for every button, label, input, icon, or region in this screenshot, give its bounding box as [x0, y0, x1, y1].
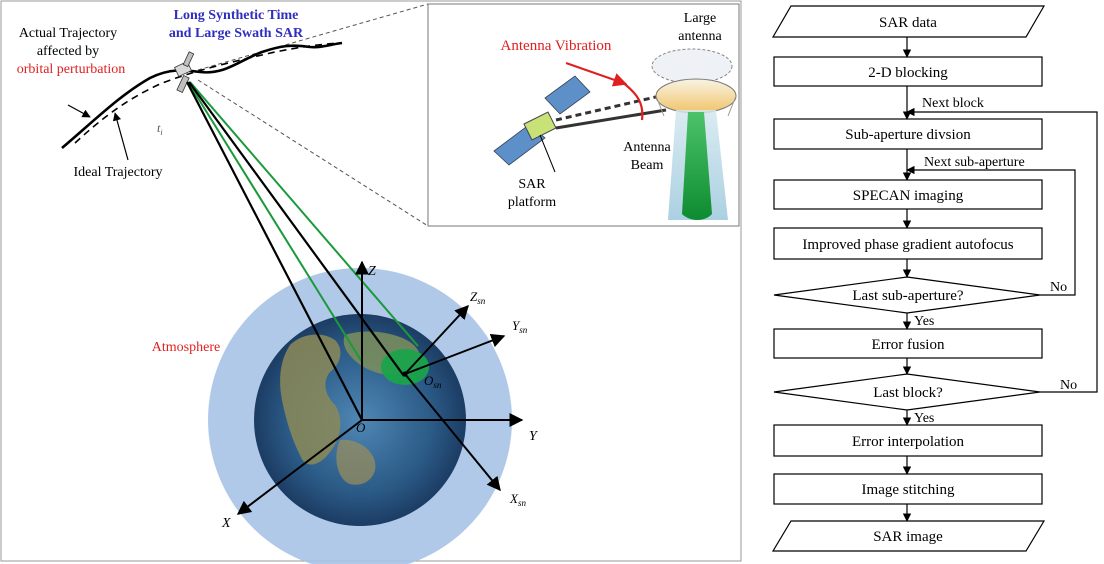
specan-label: SPECAN imaging [853, 188, 964, 204]
axis-x [236, 419, 363, 515]
error-interpolation-node [773, 424, 1043, 457]
actual-trajectory-label-2: affected by [37, 44, 99, 59]
local-y-label: Ysn [512, 318, 528, 335]
yes-label-1: Yes [914, 314, 934, 329]
antenna-boom [555, 108, 667, 130]
sar-data-node [771, 5, 1046, 38]
local-axis-z [404, 304, 469, 375]
image-stitching-label: Image stitching [862, 482, 955, 498]
title-line-2: and Large Swath SAR [169, 26, 304, 41]
platform-pointer [539, 134, 556, 173]
axis-x-label: X [221, 516, 231, 531]
continent-africa [280, 334, 341, 465]
specan-node [773, 179, 1043, 210]
axis-z-label: Z [368, 264, 376, 279]
last-sub-aperture-label: Last sub-aperture? [852, 288, 964, 304]
no-label-1: No [1050, 280, 1067, 295]
zoom-line-bottom [197, 79, 429, 227]
beam-line-right [189, 81, 419, 347]
satellite-icon [174, 51, 195, 94]
local-origin-label: Osn [424, 373, 442, 390]
yes-label-2: Yes [914, 411, 934, 426]
sar-image-node [771, 520, 1046, 552]
blocking-label: 2-D blocking [868, 65, 948, 81]
title-line-1: Long Synthetic Time [174, 8, 299, 23]
sar-data-label: SAR data [879, 15, 937, 31]
local-axis-y [404, 333, 506, 375]
pga-label: Improved phase gradient autofocus [802, 237, 1013, 253]
sub-aperture-division-node [773, 118, 1043, 150]
vibration-arrow [565, 62, 628, 87]
sar-image-label: SAR image [873, 529, 943, 545]
orbital-perturbation-label: orbital perturbation [17, 62, 125, 77]
local-x-label: Xsn [509, 491, 526, 508]
los-line-origin [186, 81, 363, 421]
actual-trajectory [61, 41, 343, 149]
local-origin-dot [402, 371, 408, 377]
los-line-target [188, 81, 405, 377]
sub-aperture-division-label: Sub-aperture divsion [845, 127, 971, 143]
time-label: ti [157, 121, 163, 137]
pga-node [773, 227, 1043, 260]
last-block-label: Last block? [873, 385, 943, 401]
antenna-beam-label-2: Beam [631, 158, 664, 173]
no-label-2: No [1060, 378, 1077, 393]
next-block-label: Next block [922, 96, 984, 111]
local-z-label: Zsn [470, 289, 486, 306]
sar-platform-label-2: platform [508, 195, 556, 210]
origin-label: O [356, 420, 366, 435]
beam-footprint [381, 349, 429, 385]
atmosphere-label: Atmosphere [152, 340, 220, 355]
sar-platform-icon [493, 75, 591, 166]
error-fusion-label: Error fusion [872, 337, 945, 353]
antenna-vibration-label: Antenna Vibration [501, 38, 612, 54]
edge-loop-next-sub-aperture [906, 165, 1076, 296]
antenna-beam-core [682, 112, 712, 220]
continent-south [336, 439, 376, 485]
actual-trajectory-label-1: Actual Trajectory [19, 26, 117, 41]
actual-pointer-arrow [67, 104, 91, 118]
edge-loop-next-block [906, 107, 1098, 393]
local-axis-x [404, 373, 501, 492]
axis-y-label: Y [529, 429, 539, 444]
error-interpolation-label: Error interpolation [852, 434, 965, 450]
large-antenna-label-1: Large [684, 11, 716, 26]
blocking-node [773, 56, 1043, 87]
antenna-boom-dashed [555, 94, 661, 122]
sar-platform-label-1: SAR [518, 177, 546, 192]
ideal-trajectory-label: Ideal Trajectory [73, 165, 162, 180]
zoom-line-top [197, 3, 429, 71]
antenna-beam-label-1: Antenna [623, 140, 671, 155]
ideal-pointer-arrow [112, 112, 129, 161]
ideal-trajectory [74, 42, 343, 144]
next-sub-aperture-label: Next sub-aperture [924, 155, 1025, 170]
large-antenna-label-2: antenna [678, 29, 722, 44]
beam-line-left [187, 81, 363, 363]
